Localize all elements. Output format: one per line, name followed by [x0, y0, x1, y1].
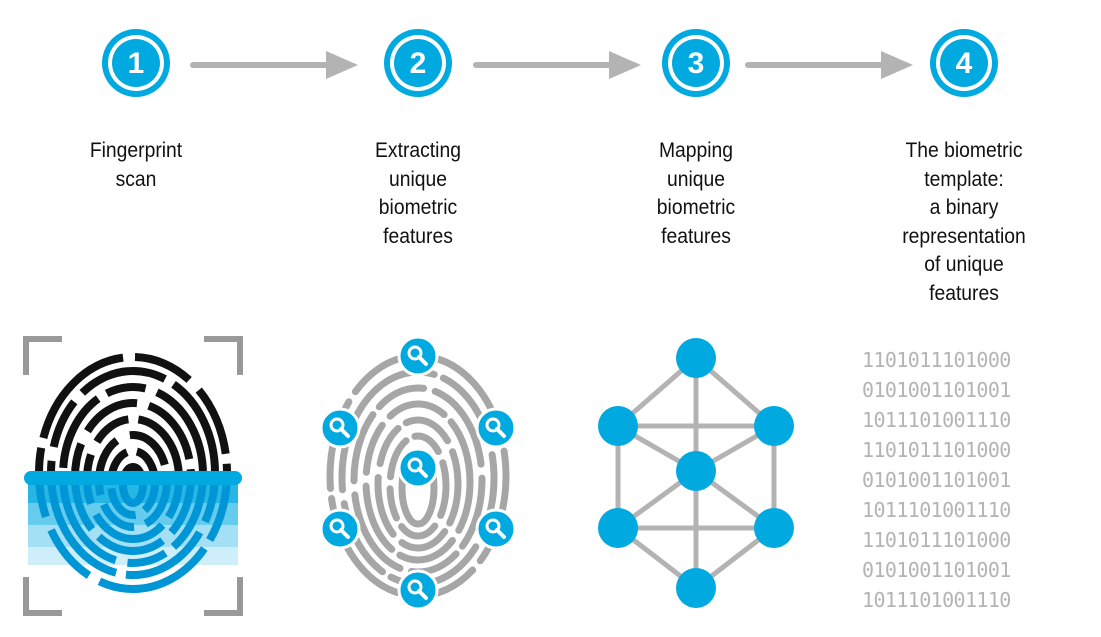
- binary-row: 0101001101001: [862, 558, 1011, 582]
- binary-row: 1101011101000: [862, 348, 1011, 372]
- step-4-caption: The biometric template: a binary represe…: [902, 139, 1026, 305]
- binary-template: 1101011101000 0101001101001 101110100111…: [862, 345, 1062, 615]
- magnifier-nodes: [319, 336, 517, 611]
- step-3-caption: Mapping unique biometric features: [656, 139, 736, 248]
- binary-row: 0101001101001: [862, 468, 1011, 492]
- binary-row: 1011101001110: [862, 588, 1011, 612]
- step-number: 1: [128, 47, 145, 80]
- step-2-caption: Extracting unique biometric features: [375, 139, 461, 248]
- fingerprint-magnifier-icon: [319, 336, 517, 611]
- step-3-badge: 3: [662, 29, 730, 97]
- arrow-right-icon: [473, 51, 641, 79]
- step-number: 2: [410, 47, 427, 80]
- arrow-right-icon: [745, 51, 913, 79]
- binary-row: 1101011101000: [862, 528, 1011, 552]
- step-number: 3: [688, 47, 705, 80]
- arrow-right-icon: [190, 51, 358, 79]
- step-1-caption: Fingerprint scan: [89, 139, 183, 191]
- fingerprint-scan-icon: [23, 336, 243, 616]
- step-4-badge: 4: [930, 29, 998, 97]
- step-2-badge: 2: [384, 29, 452, 97]
- binary-row: 1011101001110: [862, 408, 1011, 432]
- binary-row: 1101011101000: [862, 438, 1011, 462]
- binary-row: 1011101001110: [862, 498, 1011, 522]
- feature-graph-icon: [598, 338, 794, 608]
- step-1-badge: 1: [102, 29, 170, 97]
- binary-row: 0101001101001: [862, 378, 1011, 402]
- step-number: 4: [956, 47, 973, 80]
